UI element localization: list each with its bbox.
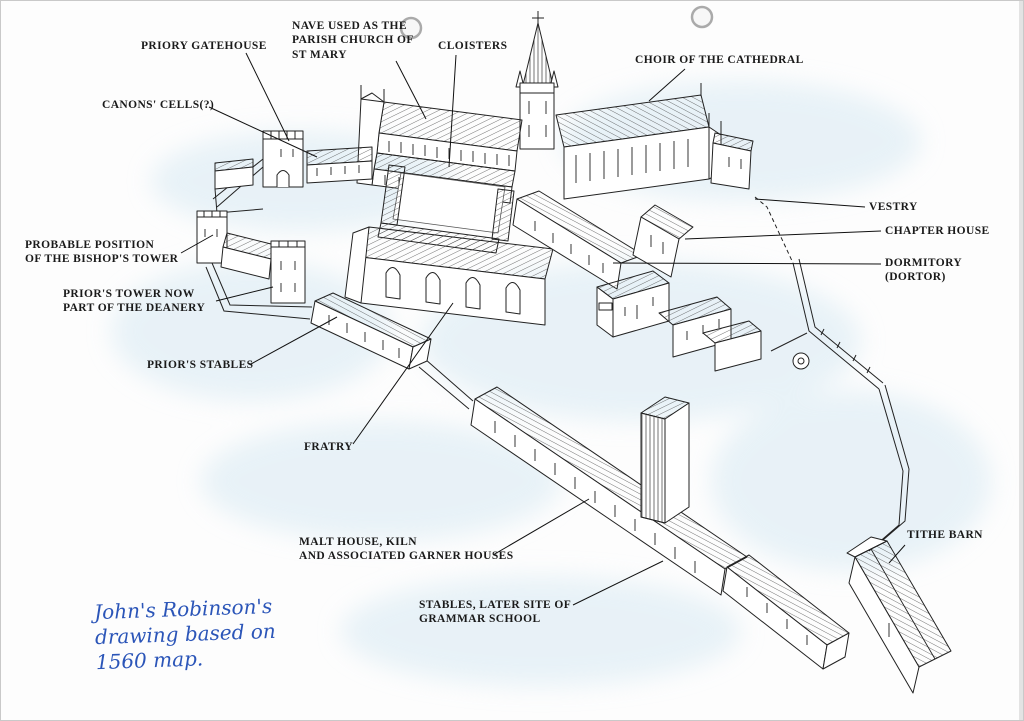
house-signboard <box>598 302 613 311</box>
leader-cloisters <box>448 54 457 168</box>
leader-malt <box>492 498 590 556</box>
leader-priors-tower <box>215 286 274 302</box>
deanery-range-wall <box>220 246 272 280</box>
label-vestry: VESTRY <box>869 201 918 213</box>
leader-dormitory <box>612 262 882 265</box>
canons-cells-wall <box>306 160 373 184</box>
house-wall <box>714 330 762 372</box>
cathedral <box>356 11 754 204</box>
cloister-east-walk <box>491 188 515 242</box>
label-dormitory: DORMITORY (DORTOR) <box>885 257 963 284</box>
hole-punches <box>399 5 714 40</box>
crossing-tower <box>519 82 555 150</box>
label-bishops-tower: PROBABLE POSITION OF THE BISHOP'S TOWER <box>25 239 179 266</box>
stables-range-gable <box>822 632 850 670</box>
label-priors-tower: PRIOR'S TOWER NOW PART OF THE DEANERY <box>63 288 206 315</box>
label-stables-grammar: STABLES, LATER SITE OF GRAMMAR SCHOOL <box>419 599 572 626</box>
label-malt-house: MALT HOUSE, KILN AND ASSOCIATED GARNER H… <box>299 536 514 563</box>
label-chapter-house: CHAPTER HOUSE <box>885 225 990 237</box>
leader-tithe <box>888 544 906 564</box>
leader-choir <box>648 68 686 102</box>
fratry-west-gable <box>344 226 370 304</box>
spire <box>522 22 554 86</box>
hole-punch <box>690 5 714 29</box>
label-priors-stables: PRIOR'S STABLES <box>147 359 254 371</box>
label-nave-parish-church: NAVE USED AS THE PARISH CHURCH OF ST MAR… <box>292 20 414 61</box>
label-fratry: FRATRY <box>304 441 354 453</box>
monastic-buildings <box>196 130 694 370</box>
hole-punch <box>399 16 423 40</box>
kiln-tower-side <box>664 402 690 524</box>
fratry-window <box>425 272 441 305</box>
fratry-window <box>505 282 521 315</box>
scan-edge <box>1019 1 1023 720</box>
kiln-tower-face <box>640 412 666 524</box>
leader-bishop <box>180 234 214 254</box>
chapter-house <box>632 216 680 278</box>
label-canons-cells: CANONS' CELLS(?) <box>102 99 215 111</box>
leader-gatehouse <box>245 52 290 142</box>
label-cloisters: CLOISTERS <box>438 40 508 52</box>
leader-stables <box>572 560 664 606</box>
label-tithe-barn: TITHE BARN <box>907 529 983 541</box>
court-shed <box>214 166 254 190</box>
leader-fratry <box>352 302 454 445</box>
leader-chapter <box>684 230 882 240</box>
leader-vestry <box>754 198 866 208</box>
outbuildings <box>470 270 952 694</box>
label-priory-gatehouse: PRIORY GATEHOUSE <box>141 40 267 52</box>
vestry-building <box>710 142 752 190</box>
leader-lines <box>180 52 906 606</box>
leader-priors-stables <box>250 316 338 365</box>
tithe-barn-wall <box>848 556 920 694</box>
label-choir: CHOIR OF THE CATHEDRAL <box>635 54 804 66</box>
fratry-window <box>465 277 481 310</box>
handwritten-note: John's Robinson's drawing based on 1560 … <box>93 593 277 675</box>
gatehouse-arch <box>276 170 290 187</box>
priors-tower <box>270 246 306 304</box>
leader-nave <box>395 60 427 120</box>
fratry-window <box>385 267 401 300</box>
leader-canons <box>208 106 318 158</box>
